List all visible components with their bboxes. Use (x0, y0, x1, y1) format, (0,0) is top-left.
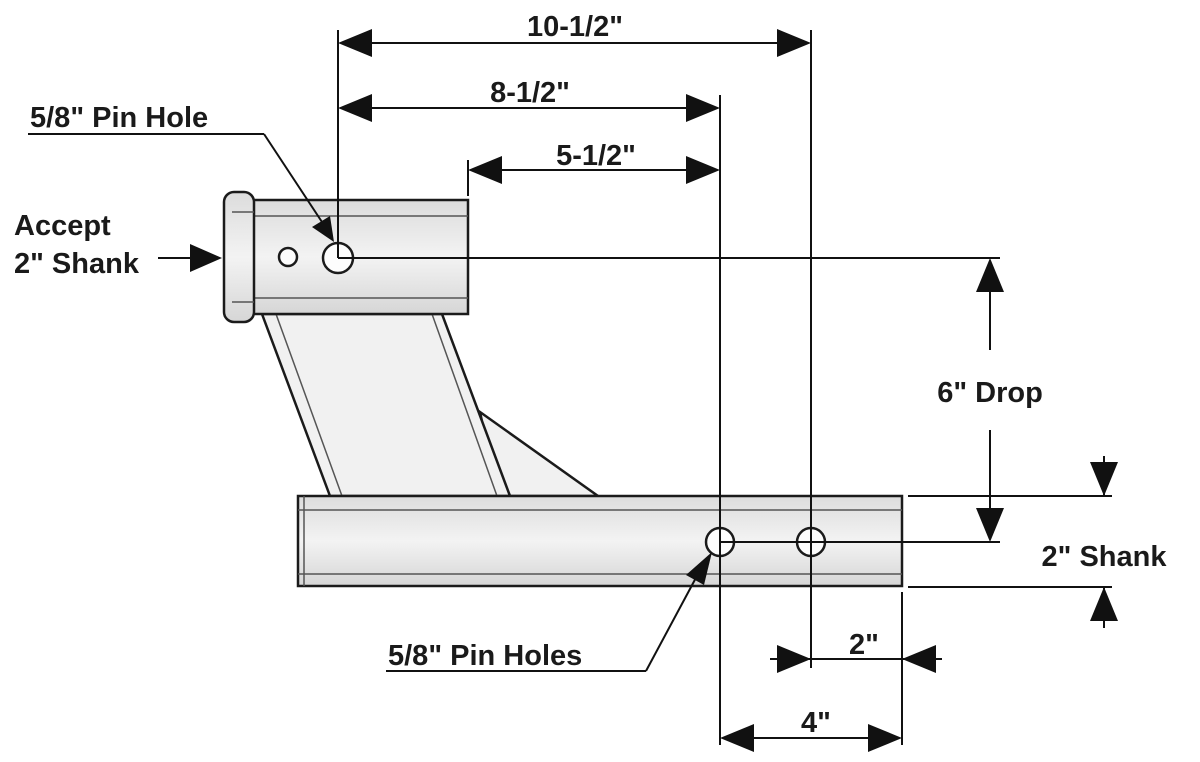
pin-hole-label: 5/8" Pin Hole (30, 102, 208, 134)
callout-accept-shank: Accept 2" Shank (14, 210, 222, 280)
dimension-label-2-inch: 2" (849, 629, 879, 661)
dimension-drop: 6" Drop (937, 258, 1043, 542)
accept-label-line1: Accept (14, 210, 111, 242)
dimension-10-1-2: 10-1/2" (338, 11, 811, 57)
dimension-label-8-1-2: 8-1/2" (490, 77, 570, 109)
dimension-4-inch: 4" (720, 707, 902, 752)
dimension-label-10-1-2: 10-1/2" (527, 11, 623, 43)
pin-holes-label: 5/8" Pin Holes (388, 640, 582, 672)
drop-label: 6" Drop (937, 377, 1043, 409)
callout-pin-hole: 5/8" Pin Hole (28, 102, 334, 242)
extension-lines (337, 30, 1112, 745)
dimension-2-inch: 2" (770, 629, 942, 673)
dimension-5-1-2: 5-1/2" (468, 140, 720, 184)
dimension-shank: 2" Shank (1042, 456, 1168, 628)
shank-label: 2" Shank (1042, 541, 1168, 573)
dimension-label-4-inch: 4" (801, 707, 831, 739)
callout-pin-holes: 5/8" Pin Holes (386, 552, 712, 672)
hitch-body (222, 190, 904, 588)
dimension-8-1-2: 8-1/2" (338, 77, 720, 122)
riser-tube (260, 312, 512, 498)
receiver-small-hole (277, 246, 299, 268)
dimension-label-5-1-2: 5-1/2" (556, 140, 636, 172)
receiver-collar (222, 190, 256, 324)
accept-label-line2: 2" Shank (14, 248, 140, 280)
